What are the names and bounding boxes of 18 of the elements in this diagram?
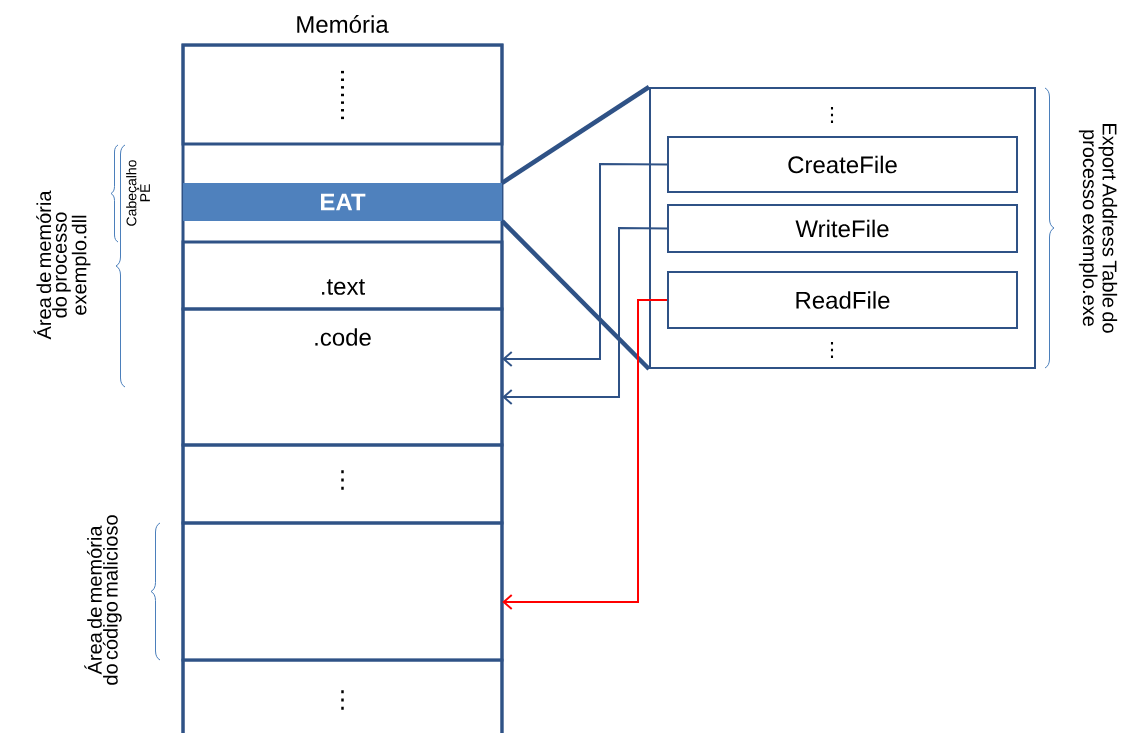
function-box: ReadFile [667,271,1018,329]
function-box: CreateFile [667,136,1018,193]
side-label: Cabeçalho PE [126,160,150,226]
table-band: EAT [183,183,502,221]
zoom-line [500,85,651,185]
memory-segment: ⋮ [181,443,504,525]
side-label: Export Address Table do processo exemplo.exe [1078,124,1118,333]
function-box: WriteFile [667,204,1018,253]
side-label: Área de memória do processo exemplo.dll [33,190,91,340]
side-label: Área de memória do código malicioso [84,515,122,685]
arrow [502,299,668,610]
arrow [502,163,668,367]
memory-segment: ⋮ [181,658,504,733]
zoom-line [500,219,651,371]
memory-segment: ....... [181,43,504,146]
memory-segment: .code [181,307,504,447]
memory-segment: .text [181,240,504,311]
arrow [502,227,668,405]
